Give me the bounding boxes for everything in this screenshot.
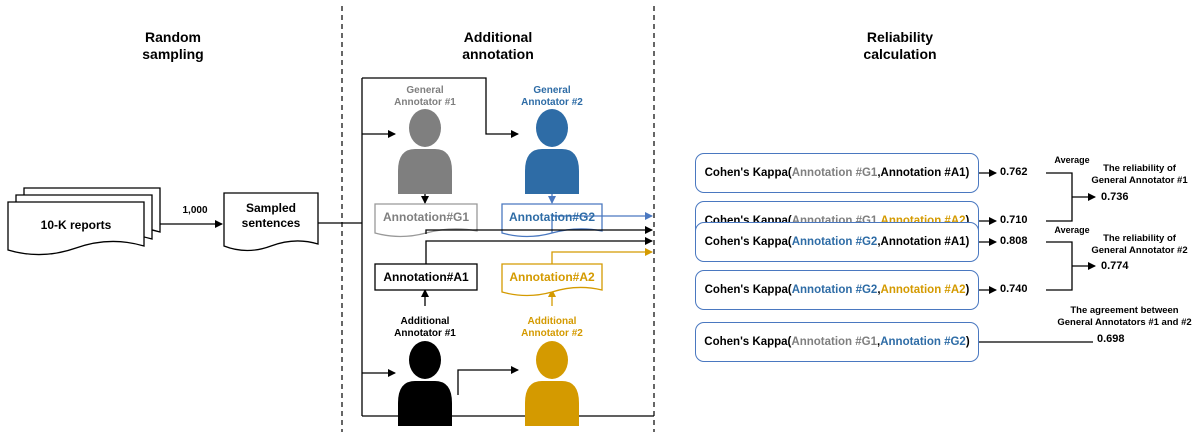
kappa-second-annotation: Annotation #G2 (880, 336, 966, 348)
kappa-first-annotation: Annotation #G2 (791, 284, 878, 296)
header-random-sampling: Random sampling (142, 29, 204, 62)
annotation-a1-label: Annotation#A1 (383, 270, 469, 284)
document-stack-icon (7, 187, 161, 256)
kappa-prefix: Cohen's Kappa (704, 167, 788, 179)
kappa-prefix: Cohen's Kappa (704, 336, 788, 348)
paren-close: ) (965, 236, 970, 248)
reliability-g2-value: 0.774 (1101, 260, 1129, 272)
paren-open: ( (787, 167, 792, 179)
general-annotator-2-person-icon (525, 109, 579, 194)
kappa-value-1: 0.762 (1000, 166, 1028, 178)
average-label-1: Average (1054, 155, 1090, 165)
agreement-title: The agreement between General Annotators… (1057, 305, 1192, 328)
additional-annotator-1-person-icon (398, 341, 452, 426)
separator: , (877, 336, 881, 348)
kappa-first-annotation: Annotation #G1 (791, 167, 878, 179)
paren-open: ( (787, 215, 792, 227)
paren-close: ) (965, 284, 970, 296)
kappa-second-annotation: Annotation #A1 (880, 167, 966, 179)
general-annotator-1-label: General Annotator #1 (394, 85, 456, 108)
kappa-value-2: 0.710 (1000, 214, 1028, 226)
paren-open: ( (787, 336, 792, 348)
paren-close: ) (965, 336, 970, 348)
general-annotator-2-label: General Annotator #2 (521, 85, 583, 108)
kappa-value-4: 0.740 (1000, 283, 1028, 295)
header-reliability-calculation: Reliability calculation (863, 29, 937, 62)
additional-annotator-2-person-icon (525, 341, 579, 426)
sample-count-label: 1,000 (182, 205, 208, 216)
separator: , (877, 215, 881, 227)
reliability-g1-value: 0.736 (1101, 191, 1129, 203)
paren-close: ) (965, 167, 970, 179)
kappa-value-3: 0.808 (1000, 235, 1028, 247)
paren-close: ) (965, 215, 970, 227)
kappa-box: Cohen's Kappa(Annotation #G2, Annotation… (695, 270, 979, 310)
agreement-value: 0.698 (1097, 333, 1125, 345)
kappa-second-annotation: Annotation #A1 (880, 236, 966, 248)
kappa-box: Cohen's Kappa(Annotation #G1, Annotation… (695, 153, 979, 193)
paren-open: ( (787, 236, 792, 248)
source-label: 10-K reports (40, 218, 112, 232)
kappa-box: Cohen's Kappa(Annotation #G2, Annotation… (695, 222, 979, 262)
separator: , (877, 167, 881, 179)
annotation-a2-label: Annotation#A2 (509, 270, 595, 284)
paren-open: ( (787, 284, 792, 296)
kappa-first-annotation: Annotation #G2 (791, 236, 878, 248)
additional-annotator-1-label: Additional Annotator #1 (394, 316, 456, 339)
kappa-prefix: Cohen's Kappa (704, 236, 788, 248)
sampled-document-shape (223, 192, 319, 252)
annotation-g1-label: Annotation#G1 (383, 210, 469, 224)
average-label-2: Average (1054, 225, 1090, 235)
sampled-label: Sampled sentences (241, 201, 301, 230)
reliability-g2-title: The reliability of General Annotator #2 (1091, 233, 1188, 256)
annotation-a2-shape (501, 263, 603, 297)
annotation-g2-label: Annotation#G2 (509, 210, 595, 224)
kappa-first-annotation: Annotation #G1 (791, 336, 878, 348)
general-annotator-1-person-icon (398, 109, 452, 194)
separator: , (877, 236, 881, 248)
kappa-second-annotation: Annotation #A2 (880, 284, 966, 296)
additional-annotator-2-label: Additional Annotator #2 (521, 316, 583, 339)
header-additional-annotation: Additional annotation (462, 29, 534, 62)
kappa-prefix: Cohen's Kappa (704, 284, 788, 296)
kappa-box: Cohen's Kappa(Annotation #G1, Annotation… (695, 322, 979, 362)
reliability-g1-title: The reliability of General Annotator #1 (1091, 163, 1188, 186)
separator: , (877, 284, 881, 296)
